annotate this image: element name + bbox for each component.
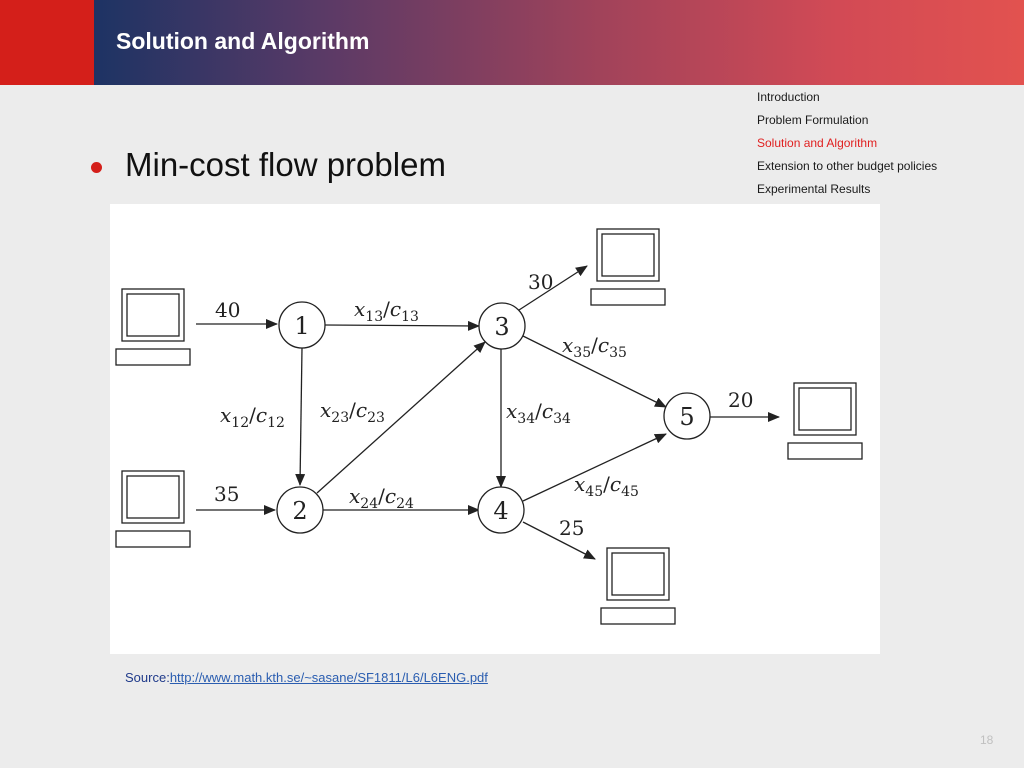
bullet-icon (91, 162, 102, 173)
node-2 (276, 486, 324, 534)
nav-item-experimental-results[interactable]: Experimental Results (757, 182, 871, 196)
edge-label-3-4: x34/c34 (506, 399, 571, 427)
computer-icon-demand-5 (787, 382, 863, 460)
node-1 (278, 301, 326, 349)
edge-label-1-3: x13/c13 (354, 297, 419, 325)
edge-label-1-2: x12/c12 (220, 403, 285, 431)
demand-5-label: 20 (728, 388, 753, 412)
node-4 (477, 486, 525, 534)
computer-icon-demand-3 (590, 228, 666, 306)
node-3-label: 3 (494, 313, 509, 341)
source-link[interactable]: http://www.math.kth.se/~sasane/SF1811/L6… (169, 670, 488, 685)
node-4-label: 4 (493, 497, 508, 525)
bullet-text: Min-cost flow problem (125, 146, 446, 183)
node-3 (478, 302, 526, 350)
source-prefix: Source: (125, 670, 170, 685)
supply-1-label: 40 (215, 298, 240, 322)
demand-4-label: 25 (559, 516, 584, 540)
computer-icon-supply-1 (115, 288, 191, 366)
demand-arrow-3 (518, 265, 588, 311)
computer-icon-supply-2 (115, 470, 191, 548)
edge-label-3-5: x35/c35 (562, 333, 627, 361)
nav-item-problem-formulation[interactable]: Problem Formulation (757, 113, 869, 127)
nav-item-extension[interactable]: Extension to other budget policies (757, 159, 938, 173)
computer-icon-demand-4 (600, 547, 676, 625)
node-2-label: 2 (292, 497, 307, 525)
edge-label-4-5: x45/c45 (574, 472, 639, 500)
edge-3-5 (522, 335, 667, 408)
edge-1-3 (324, 320, 480, 331)
brand-block (0, 0, 94, 85)
demand-arrow-4 (522, 521, 596, 560)
nav-item-solution-and-algorithm[interactable]: Solution and Algorithm (757, 136, 878, 150)
network-diagram: 1 2 3 4 5 40 35 30 20 25 x13/c13 x12/c12… (110, 204, 880, 654)
edge-label-2-3: x23/c23 (320, 398, 385, 426)
source-citation: Source:http://www.math.kth.se/~sasane/SF… (125, 670, 488, 685)
title-bar (94, 0, 1024, 85)
slide-title: Solution and Algorithm (116, 28, 370, 54)
edge-label-2-4: x24/c24 (349, 484, 414, 512)
demand-3-label: 30 (528, 270, 553, 294)
supply-2-label: 35 (214, 482, 239, 506)
edge-4-5 (522, 433, 667, 502)
node-1-label: 1 (294, 312, 309, 340)
edge-1-2 (295, 347, 306, 486)
edge-2-3 (316, 341, 486, 494)
nav-item-introduction[interactable]: Introduction (757, 90, 820, 104)
page-number: 18 (980, 733, 994, 747)
section-nav: Introduction Problem Formulation Solutio… (757, 90, 1017, 205)
node-5 (663, 392, 711, 440)
node-5-label: 5 (679, 403, 694, 431)
